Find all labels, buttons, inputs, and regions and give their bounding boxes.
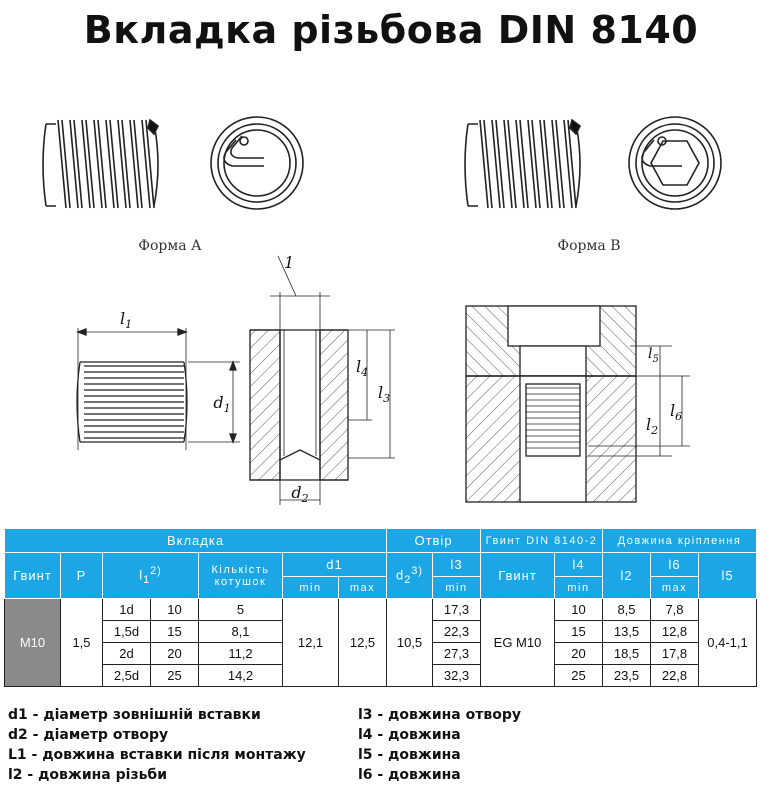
l5-cell: 0,4-1,1 — [698, 598, 757, 687]
l3-cell: 32,3 — [432, 664, 481, 687]
form-a-coil-side-view — [42, 118, 160, 209]
header-group-screw: Гвинт DIN 8140-2 — [480, 528, 603, 553]
l2-cell: 23,5 — [602, 664, 651, 687]
legend-item: d2 - діаметр отвору — [8, 727, 169, 743]
pitch-cell: 1,5 — [60, 598, 103, 687]
header-group-length: Довжина кріплення — [602, 528, 757, 553]
legend-item: l5 - довжина — [358, 747, 461, 763]
size-cell: M10 — [4, 598, 61, 687]
mult-cell: 1d — [102, 598, 151, 621]
header-l3-min: min — [432, 576, 481, 599]
label-l3: l3 — [378, 383, 390, 405]
l2-cell: 18,5 — [602, 642, 651, 665]
label-l4: l4 — [356, 357, 368, 379]
legend-right: l3 - довжина отвору l4 - довжина l5 - до… — [358, 705, 521, 785]
l4-cell: 10 — [554, 598, 603, 621]
coils-cell: 11,2 — [198, 642, 283, 665]
mult-cell: 2d — [102, 642, 151, 665]
installed-insert-view — [76, 328, 240, 450]
legend-item: l3 - довжина отвору — [358, 707, 521, 723]
label-l2: l2 — [646, 415, 658, 437]
header-d1-min: min — [282, 576, 339, 599]
form-b-coil-side-view — [464, 118, 582, 209]
header-coils: Кількість котушок — [198, 552, 283, 599]
l4-cell: 25 — [554, 664, 603, 687]
legend-item: d1 - діаметр зовнішній вставки — [8, 707, 261, 723]
l6-cell: 7,8 — [650, 598, 699, 621]
l1-cell: 15 — [150, 620, 199, 643]
header-pitch: P — [60, 552, 103, 599]
l1-cell: 20 — [150, 642, 199, 665]
label-d1: d1 — [213, 393, 230, 415]
l1-cell: 10 — [150, 598, 199, 621]
l3-cell: 17,3 — [432, 598, 481, 621]
header-screw: Гвинт — [4, 552, 61, 599]
screw-assembly-view — [465, 305, 690, 503]
l3-cell: 27,3 — [432, 642, 481, 665]
legend-item: l2 - довжина різьби — [8, 767, 168, 783]
l3-cell: 22,3 — [432, 620, 481, 643]
legend-item: l6 - довжина — [358, 767, 461, 783]
l4-cell: 15 — [554, 620, 603, 643]
form-b-coil-end-view — [628, 116, 722, 210]
legend-item: L1 - довжина вставки після монтажу — [8, 747, 306, 763]
header-d1: d1 — [282, 552, 387, 577]
technical-drawing: Форма А Форма В l1 d1 — [42, 116, 722, 505]
page-title: Вкладка різьбова DIN 8140 — [83, 8, 699, 52]
form-a-caption: Форма А — [138, 238, 202, 254]
legend-item: l4 - довжина — [358, 727, 461, 743]
d2-cell: 10,5 — [386, 598, 433, 687]
header-l4-min: min — [554, 576, 603, 599]
header-group-insert: Вкладка — [4, 528, 387, 553]
header-l3: l3 — [432, 552, 481, 577]
coils-cell: 5 — [198, 598, 283, 621]
l2-cell: 8,5 — [602, 598, 651, 621]
l6-cell: 17,8 — [650, 642, 699, 665]
l2-cell: 13,5 — [602, 620, 651, 643]
l1-cell: 25 — [150, 664, 199, 687]
mult-cell: 1,5d — [102, 620, 151, 643]
table-row: M10 1,5 1d 10 5 12,1 12,5 10,5 17,3 EG M… — [4, 598, 757, 687]
header-d2: d23) — [386, 552, 433, 599]
header-l2: l2 — [602, 552, 651, 599]
header-l4: l4 — [554, 552, 603, 577]
header-l5: l5 — [698, 552, 757, 599]
header-l6-max: max — [650, 576, 699, 599]
label-l5: l5 — [648, 346, 659, 365]
l6-cell: 12,8 — [650, 620, 699, 643]
d1-min-cell: 12,1 — [282, 598, 339, 687]
coils-cell: 14,2 — [198, 664, 283, 687]
table-row: 2,5d 25 14,2 32,3 25 23,5 22,8 — [5, 664, 757, 687]
screw-cell: EG M10 — [480, 598, 555, 687]
header-group-hole: Отвір — [386, 528, 481, 553]
l4-cell: 20 — [554, 642, 603, 665]
label-l1: l1 — [120, 309, 132, 331]
header-screw-din: Гвинт — [480, 552, 555, 599]
mult-cell: 2,5d — [102, 664, 151, 687]
form-b-caption: Форма В — [558, 238, 621, 254]
label-l6: l6 — [670, 401, 682, 423]
tapped-hole-view — [249, 255, 395, 505]
form-a-coil-end-view — [210, 116, 304, 210]
header-l6: l6 — [650, 552, 699, 577]
label-item-1: 1 — [284, 253, 294, 272]
d1-max-cell: 12,5 — [338, 598, 387, 687]
coils-cell: 8,1 — [198, 620, 283, 643]
header-l1: l12) — [102, 552, 199, 599]
l6-cell: 22,8 — [650, 664, 699, 687]
legend-left: d1 - діаметр зовнішній вставки d2 - діам… — [8, 705, 306, 785]
label-d2: d2 — [291, 483, 308, 505]
header-d1-max: max — [338, 576, 387, 599]
spec-table: Вкладка Отвір Гвинт DIN 8140-2 Довжина к… — [4, 528, 757, 687]
